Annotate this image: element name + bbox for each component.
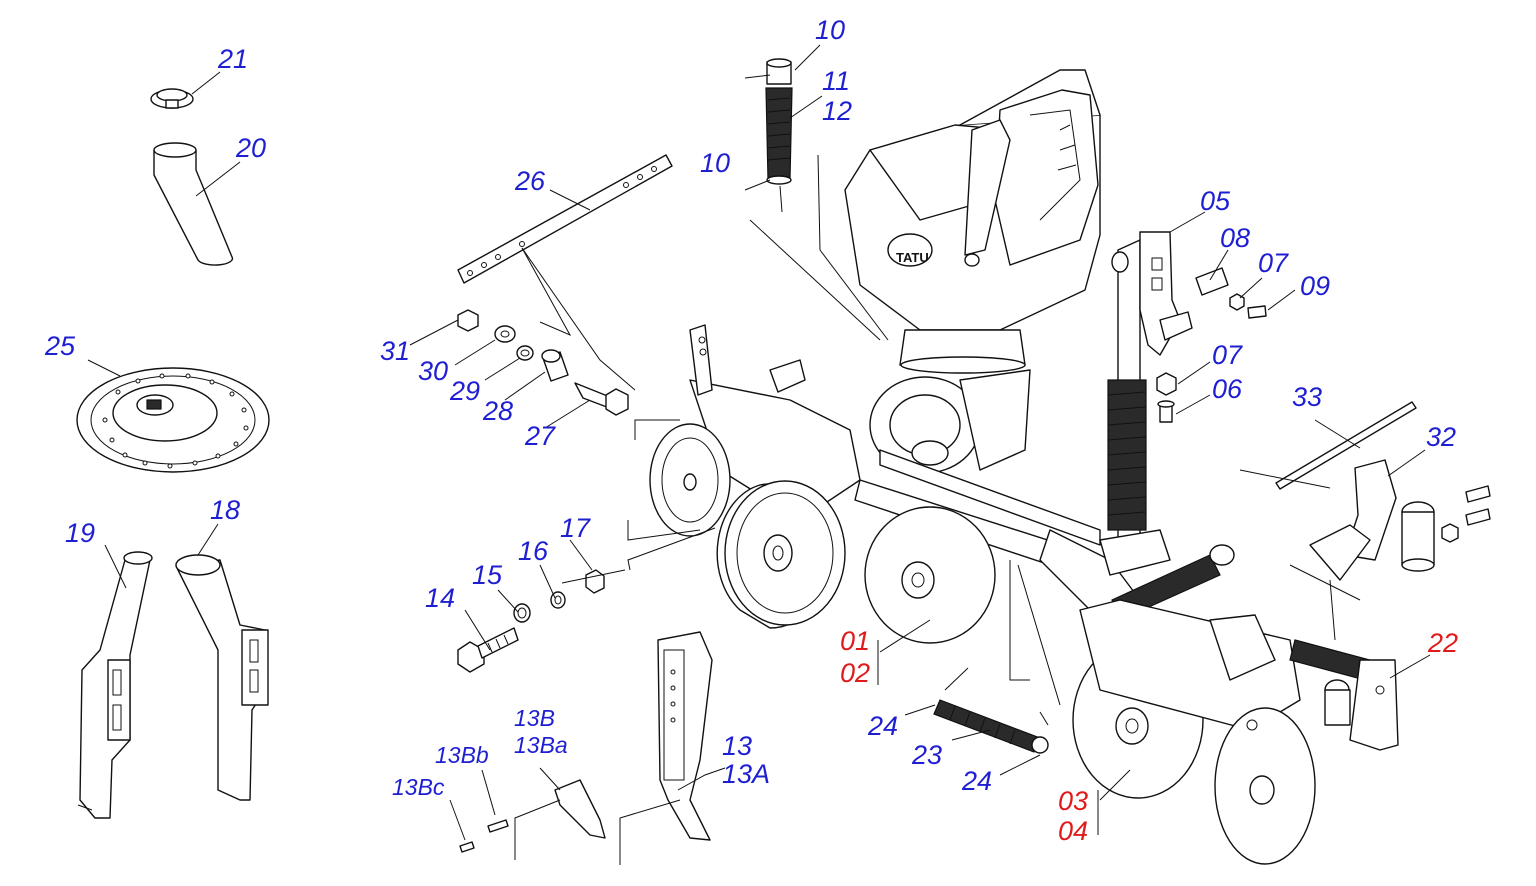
axle-bolt-set-part [457, 539, 626, 673]
callout-07-bottom: 07 [1212, 340, 1243, 370]
callout-10-top: 10 [815, 15, 846, 45]
callout-26: 26 [515, 166, 546, 196]
callout-31: 31 [380, 336, 411, 366]
callout-25: 25 [45, 331, 76, 361]
callout-07-top: 07 [1258, 248, 1289, 278]
roll-pin-part [449, 769, 509, 853]
hose-clamp-part [150, 71, 221, 109]
callout-32: 32 [1426, 422, 1457, 452]
callout-08: 08 [1220, 223, 1251, 253]
callout-24-left: 24 [868, 711, 899, 741]
callout-18: 18 [210, 495, 241, 525]
furrow-opener-left-part [77, 544, 153, 819]
callout-03: 03 [1058, 786, 1089, 816]
strap-bar-part [457, 154, 673, 391]
callout-13B: 13B [514, 705, 555, 731]
callout-29: 29 [450, 376, 481, 406]
shaft-rod-part [1239, 401, 1417, 490]
leader-lines [627, 154, 1431, 835]
seed-tube-part [153, 142, 241, 266]
callout-13A: 13A [722, 759, 771, 789]
callout-27: 27 [525, 421, 556, 451]
callout-09: 09 [1300, 271, 1331, 301]
callout-33: 33 [1292, 382, 1323, 412]
callout-13Bb: 13Bb [435, 742, 489, 768]
bolt-stack-part [409, 309, 629, 429]
callout-28: 28 [483, 396, 514, 426]
subsoil-shank-part [619, 631, 726, 865]
callout-01: 01 [840, 626, 871, 656]
callout-22: 22 [1428, 628, 1459, 658]
callout-13Ba: 13Ba [514, 732, 568, 758]
clamp-bracket-part [1289, 449, 1491, 641]
callout-13Bc: 13Bc [392, 774, 445, 800]
seed-plate-part [76, 359, 270, 473]
callout-11: 11 [822, 66, 851, 96]
callout-21: 21 [218, 44, 249, 74]
spring-bracket-part [1139, 211, 1206, 356]
callout-23: 23 [912, 740, 943, 770]
conductor-hose-part [744, 44, 823, 213]
callout-19: 19 [65, 518, 96, 548]
callout-30: 30 [418, 356, 449, 386]
callout-06: 06 [1212, 374, 1243, 404]
callout-05: 05 [1200, 186, 1231, 216]
planter-unit-assembly: TATU [649, 69, 1399, 865]
lower-hose-part [904, 667, 1049, 776]
shank-point-part [514, 767, 606, 860]
callout-10-bottom: 10 [700, 148, 731, 178]
furrow-opener-right-part [175, 523, 269, 801]
logo-tatu: TATU [896, 250, 929, 265]
small-hardware-part [1156, 249, 1296, 423]
callout-24-right: 24 [962, 766, 993, 796]
callout-17: 17 [560, 513, 591, 543]
callout-20: 20 [236, 133, 267, 163]
callout-12: 12 [822, 96, 853, 126]
callout-14: 14 [425, 583, 456, 613]
callout-16: 16 [518, 536, 549, 566]
callout-04: 04 [1058, 816, 1089, 846]
callout-02: 02 [840, 658, 871, 688]
callout-13: 13 [722, 731, 753, 761]
callout-15: 15 [472, 560, 503, 590]
